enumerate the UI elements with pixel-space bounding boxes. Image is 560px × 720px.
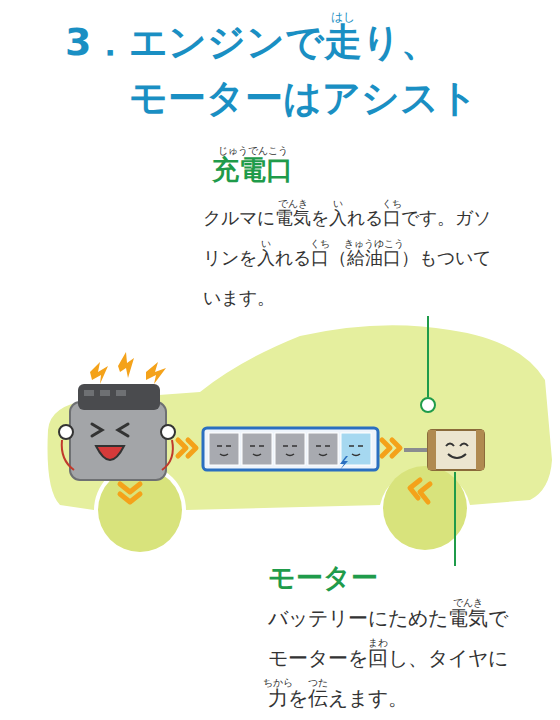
battery-cells [275, 433, 305, 465]
battery-cells [217, 446, 231, 456]
furigana: い [333, 199, 343, 209]
motor [446, 444, 454, 447]
furigana: じゅうでんこう [218, 146, 288, 156]
flow-chevrons [120, 494, 140, 502]
furigana: はし [331, 11, 355, 23]
motor [404, 448, 428, 452]
callout-heading: 充電口 [212, 152, 293, 188]
callout-text: バッテリーにためた電気でモーターを回し、タイヤに力を伝えます。 [268, 598, 514, 718]
engine-character [162, 440, 173, 470]
motor [460, 444, 468, 447]
motor [428, 430, 436, 470]
flow-chevrons [382, 440, 390, 456]
charging-port [421, 316, 435, 412]
flow-chevrons [420, 484, 430, 502]
engine-character [90, 362, 108, 384]
engine-character [146, 362, 166, 384]
motor [404, 430, 484, 470]
battery-cells [242, 433, 272, 465]
engine-character [84, 390, 94, 396]
engine-character [70, 402, 166, 480]
title: 3．エンジンで走り、 モーターはアシスト [65, 14, 495, 126]
battery-cells [349, 446, 363, 456]
motor [448, 454, 466, 458]
engine-character [96, 446, 124, 460]
battery-cells [250, 446, 264, 456]
engine-character [161, 425, 175, 439]
battery-cells [308, 433, 338, 465]
motor [476, 430, 484, 470]
engine-character [92, 424, 102, 436]
battery-cells [340, 456, 348, 470]
charging-port [421, 398, 435, 412]
car-body [48, 325, 553, 552]
furigana: い [261, 239, 271, 249]
callout-text: クルマに電気を入れる口です。ガソリンを入れる口（給油口）もついています。 [203, 198, 495, 318]
flow-chevrons [392, 440, 400, 456]
furigana: つた [308, 678, 328, 688]
callout-heading: モーター [268, 560, 378, 596]
furigana: まわ [368, 638, 388, 648]
motor-leader [454, 472, 456, 566]
furigana: ちから [263, 678, 293, 688]
battery-cells [209, 433, 239, 465]
engine-character [116, 390, 126, 396]
engine-character [59, 425, 73, 439]
engine-character [90, 352, 166, 384]
engine-character [118, 352, 134, 378]
flow-chevrons [410, 480, 420, 498]
battery-cells [316, 446, 330, 456]
engine-character [59, 352, 175, 480]
furigana: くち [382, 199, 402, 209]
battery [203, 428, 378, 470]
motor-leader [455, 472, 456, 566]
furigana: きゅうゆこう [344, 239, 404, 249]
furigana: でんき [453, 598, 483, 608]
furigana: くち [310, 239, 330, 249]
battery [203, 428, 378, 470]
engine-character [78, 384, 160, 410]
battery-cells [283, 446, 297, 456]
engine-character [62, 440, 74, 470]
furigana: でんき [278, 199, 308, 209]
engine-character [100, 390, 110, 396]
engine-character [118, 424, 128, 436]
flow-chevrons [120, 484, 140, 492]
charging-port [427, 316, 429, 397]
battery-cells [209, 433, 371, 470]
flow-chevrons [188, 440, 196, 456]
battery-cells [341, 433, 371, 465]
motor [428, 430, 484, 470]
flow-chevrons [178, 440, 186, 456]
